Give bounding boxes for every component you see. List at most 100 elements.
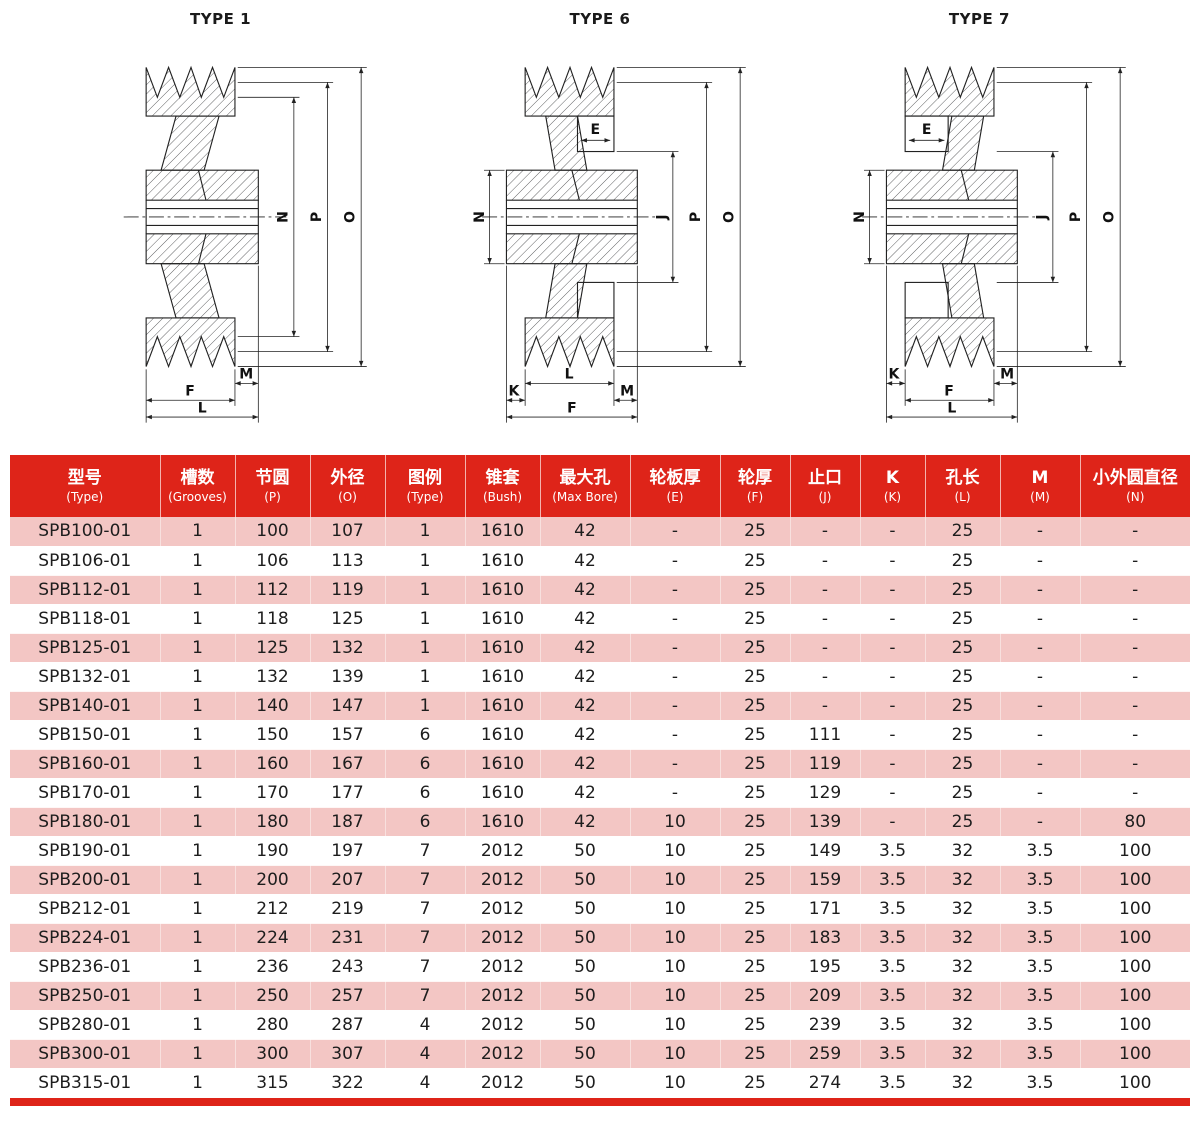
- table-cell: -: [1080, 749, 1190, 779]
- table-cell: 2012: [465, 1068, 541, 1098]
- column-header-en: (O): [338, 489, 357, 504]
- table-cell: 1610: [465, 604, 541, 634]
- table-cell: 50: [540, 894, 631, 924]
- dim-label-j: J: [654, 214, 670, 220]
- column-header-en: (Max Bore): [552, 489, 618, 504]
- type6-pulley-drawing: E N J P O L K M F: [472, 65, 746, 423]
- table-cell: 322: [310, 1068, 386, 1098]
- table-cell: 32: [925, 952, 1001, 982]
- table-cell: 3.5: [1000, 1039, 1081, 1069]
- table-cell: 3.5: [860, 1039, 926, 1069]
- table-cell: 10: [630, 1039, 721, 1069]
- table-cell: 32: [925, 981, 1001, 1011]
- diagram-type6-title: TYPE 6: [569, 10, 631, 28]
- table-cell: 300: [235, 1039, 311, 1069]
- table-cell: 3.5: [860, 1010, 926, 1040]
- dim-label-p: P: [688, 212, 704, 222]
- next-section-header-strip: [10, 1097, 1190, 1106]
- table-cell: 50: [540, 836, 631, 866]
- table-cell: 1: [385, 662, 466, 692]
- table-cell: 25: [925, 575, 1001, 605]
- table-cell: 1: [160, 981, 236, 1011]
- table-cell: -: [630, 720, 721, 750]
- table-cell: 32: [925, 1010, 1001, 1040]
- table-cell: -: [630, 691, 721, 721]
- table-cell: 25: [720, 633, 791, 663]
- column-header-zh: K: [885, 468, 900, 489]
- table-cell: SPB190-01: [10, 836, 161, 866]
- dim-label-m: M: [620, 384, 634, 400]
- table-cell: -: [1000, 517, 1081, 547]
- table-cell: 25: [720, 836, 791, 866]
- table-cell: 25: [925, 749, 1001, 779]
- diagram-type7-title: TYPE 7: [948, 10, 1010, 28]
- table-cell: 10: [630, 807, 721, 837]
- table-cell: 42: [540, 517, 631, 547]
- column-header-zh: 小外圆直径: [1092, 468, 1178, 489]
- table-cell: 125: [235, 633, 311, 663]
- table-cell: SPB160-01: [10, 749, 161, 779]
- table-cell: 80: [1080, 807, 1190, 837]
- table-cell: 1: [385, 633, 466, 663]
- table-cell: -: [860, 749, 926, 779]
- table-cell: 10: [630, 1010, 721, 1040]
- table-cell: 287: [310, 1010, 386, 1040]
- table-cell: -: [790, 546, 861, 576]
- dim-label-n: N: [852, 211, 868, 223]
- table-cell: 32: [925, 923, 1001, 953]
- table-cell: SPB112-01: [10, 575, 161, 605]
- table-cell: 1: [160, 749, 236, 779]
- diagram-section: TYPE 1: [0, 0, 1200, 455]
- column-header-zh: 槽数: [180, 468, 215, 489]
- column-header: 止口(J): [790, 455, 861, 517]
- table-cell: -: [630, 662, 721, 692]
- table-cell: 118: [235, 604, 311, 634]
- table-cell: 111: [790, 720, 861, 750]
- table-cell: -: [860, 517, 926, 547]
- table-cell: 100: [1080, 894, 1190, 924]
- table-cell: -: [1080, 517, 1190, 547]
- table-cell: 42: [540, 633, 631, 663]
- table-cell: 25: [720, 546, 791, 576]
- table-cell: 6: [385, 807, 466, 837]
- table-cell: -: [1080, 633, 1190, 663]
- column-header-en: (Grooves): [168, 489, 227, 504]
- table-cell: 25: [925, 546, 1001, 576]
- table-cell: 1610: [465, 807, 541, 837]
- table-cell: 187: [310, 807, 386, 837]
- column-header: 节圆(P): [235, 455, 311, 517]
- table-cell: SPB280-01: [10, 1010, 161, 1040]
- table-cell: -: [630, 604, 721, 634]
- table-cell: -: [1000, 778, 1081, 808]
- column-header: 锥套(Bush): [465, 455, 541, 517]
- table-cell: 25: [720, 1010, 791, 1040]
- column-header-en: (J): [818, 489, 832, 504]
- dim-label-o: O: [1101, 211, 1117, 223]
- table-cell: -: [860, 575, 926, 605]
- table-cell: 10: [630, 894, 721, 924]
- column-header-en: (F): [746, 489, 764, 504]
- table-cell: 149: [790, 836, 861, 866]
- table-cell: 3.5: [1000, 923, 1081, 953]
- table-cell: 157: [310, 720, 386, 750]
- table-cell: 25: [925, 604, 1001, 634]
- column-header-zh: 孔长: [945, 468, 980, 489]
- table-cell: 25: [720, 981, 791, 1011]
- table-cell: 2012: [465, 923, 541, 953]
- table-cell: 3.5: [860, 981, 926, 1011]
- table-cell: 132: [310, 633, 386, 663]
- table-cell: 100: [1080, 923, 1190, 953]
- table-cell: 100: [1080, 981, 1190, 1011]
- type7-pulley-drawing: E N J P O K M F L: [852, 65, 1126, 423]
- table-cell: 1610: [465, 575, 541, 605]
- table-cell: 6: [385, 720, 466, 750]
- table-cell: SPB200-01: [10, 865, 161, 895]
- table-cell: 1610: [465, 778, 541, 808]
- column-header: K(K): [860, 455, 926, 517]
